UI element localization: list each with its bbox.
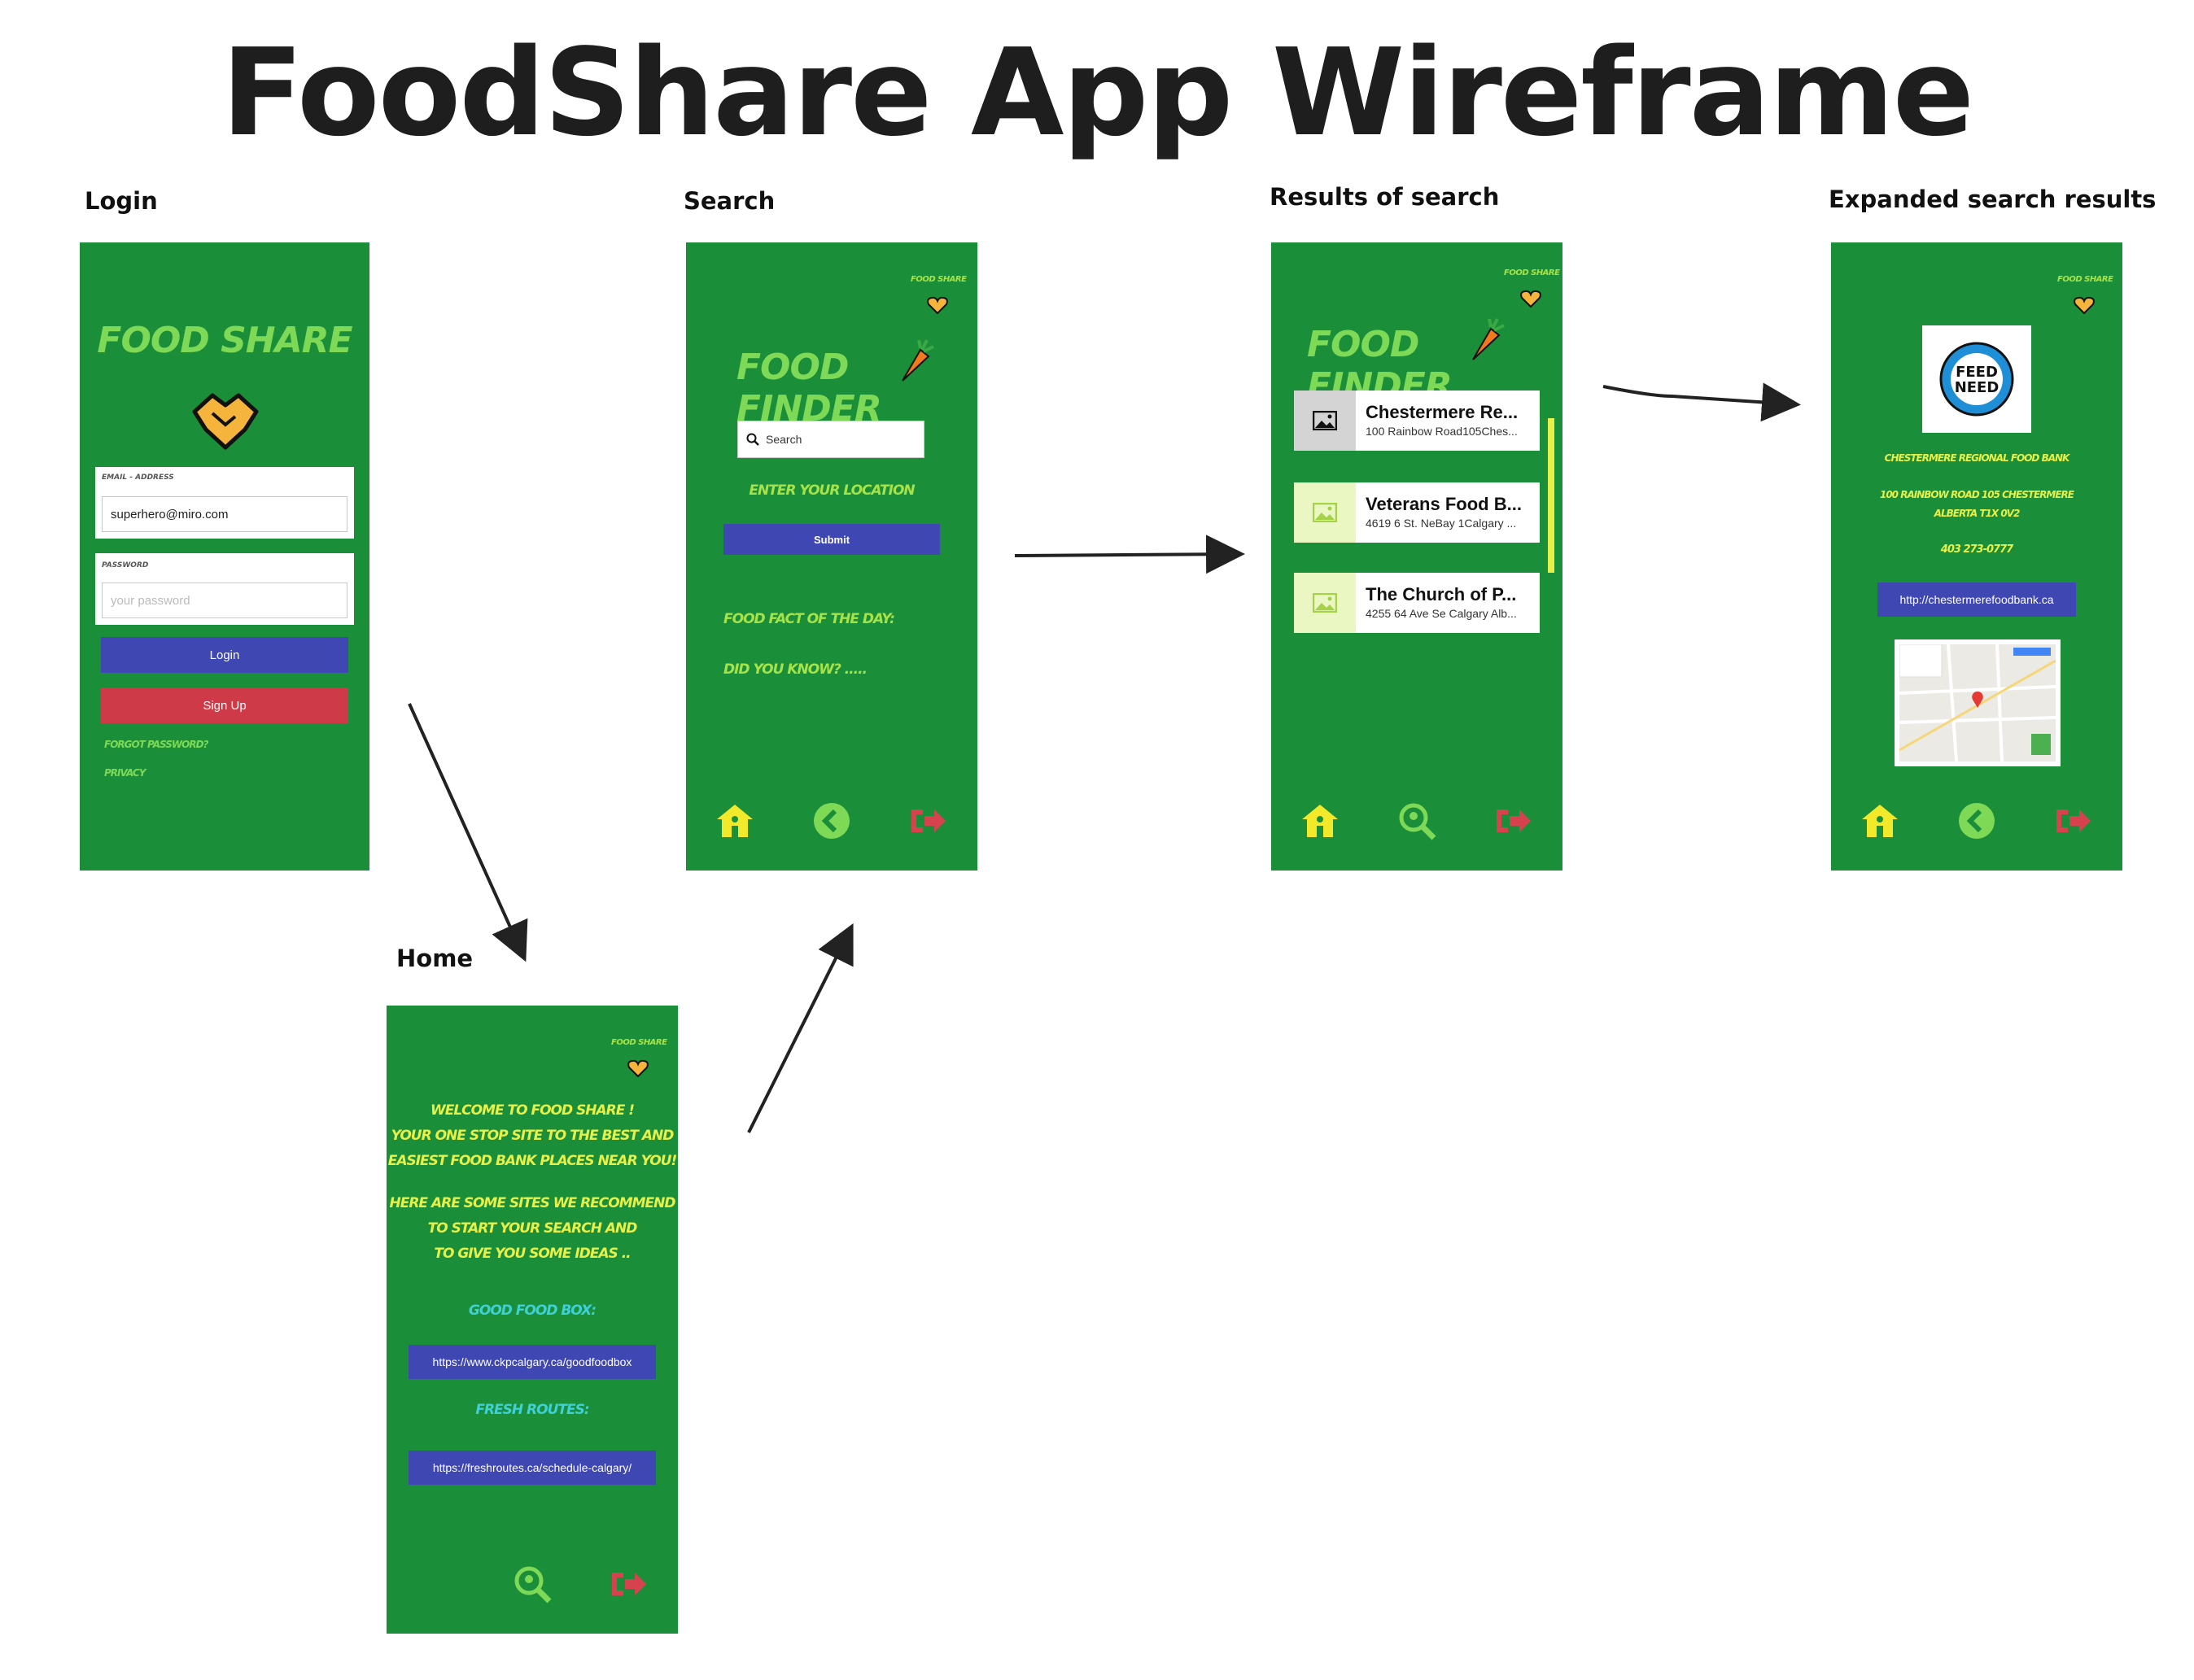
result-thumbnail	[1294, 482, 1356, 543]
carrot-icon	[902, 339, 934, 382]
result-address: 100 Rainbow Road105Ches...	[1366, 425, 1518, 438]
login-brand-title: FOOD SHARE	[97, 320, 352, 361]
image-icon	[1313, 503, 1337, 522]
heart-icon	[927, 296, 948, 314]
password-field-container: PASSWORD your password	[95, 553, 354, 625]
arrow-home-to-search	[747, 923, 854, 1133]
recommend-message: HERE ARE SOME SITES WE RECOMMEND TO STAR…	[387, 1191, 678, 1267]
food-fact-label: FOOD FACT OF THE DAY:	[723, 611, 895, 627]
result-card[interactable]: Veterans Food B... 4619 6 St. NeBay 1Cal…	[1294, 482, 1540, 543]
result-title: Veterans Food B...	[1366, 494, 1522, 514]
location-search-icon[interactable]	[1397, 801, 1436, 840]
logout-icon[interactable]	[2053, 801, 2092, 840]
signup-button[interactable]: Sign Up	[101, 687, 348, 723]
arrow-results-to-expanded	[1602, 382, 1801, 422]
home-icon[interactable]	[1300, 801, 1340, 840]
brand-small-label: FOOD SHARE	[911, 275, 967, 284]
frame-label-expanded: Expanded search results	[1829, 185, 2157, 213]
result-card[interactable]: The Church of P... 4255 64 Ave Se Calgar…	[1294, 573, 1540, 633]
food-bank-website-button[interactable]: http://chestermerefoodbank.ca	[1877, 583, 2076, 617]
result-address: 4619 6 St. NeBay 1Calgary ...	[1366, 517, 1517, 530]
location-search-icon[interactable]	[513, 1564, 552, 1604]
forgot-password-link[interactable]: FORGOT PASSWORD?	[104, 739, 208, 750]
svg-text:FEED: FEED	[1956, 364, 1998, 381]
frame-label-search: Search	[684, 187, 776, 215]
handshake-icon	[192, 393, 259, 450]
search-icon	[746, 433, 759, 446]
result-thumbnail	[1294, 391, 1356, 451]
search-input[interactable]: Search	[737, 421, 924, 458]
welcome-line: EASIEST FOOD BANK PLACES NEAR YOU!	[387, 1153, 678, 1169]
result-address: 4255 64 Ave Se Calgary Alb...	[1366, 607, 1517, 620]
heart-icon	[2074, 296, 2095, 314]
arrow-login-to-home	[408, 703, 528, 962]
logout-icon[interactable]	[609, 1564, 648, 1604]
svg-text:NEED: NEED	[1955, 379, 2000, 396]
result-thumbnail	[1294, 573, 1356, 633]
frame-label-home: Home	[396, 945, 474, 972]
email-field[interactable]: superhero@miro.com	[102, 496, 347, 532]
image-icon	[1313, 411, 1337, 430]
food-bank-address-line1: 100 RAINBOW ROAD 105 CHESTERMERE	[1879, 489, 2074, 500]
frame-label-login: Login	[85, 187, 158, 215]
location-prompt: ENTER YOUR LOCATION	[749, 482, 915, 499]
result-title: Chestermere Re...	[1366, 402, 1519, 422]
brand-small-label: FOOD SHARE	[2057, 275, 2113, 284]
arrow-search-to-results	[1014, 535, 1245, 574]
password-label: PASSWORD	[102, 561, 149, 569]
welcome-message: WELCOME TO FOOD SHARE ! YOUR ONE STOP SI…	[387, 1098, 678, 1174]
login-screen: FOOD SHARE EMAIL - ADDRESS superhero@mir…	[80, 242, 369, 871]
fresh-routes-heading: FRESH ROUTES:	[475, 1402, 589, 1418]
home-icon[interactable]	[1860, 801, 1899, 840]
search-screen: FOOD SHARE FOOD FINDER Search ENTER YOUR…	[686, 242, 977, 871]
result-card[interactable]: Chestermere Re... 100 Rainbow Road105Che…	[1294, 391, 1540, 451]
recommend-line: TO START YOUR SEARCH AND	[427, 1220, 638, 1237]
food-bank-address-line2: ALBERTA T1X 0V2	[1934, 508, 2021, 519]
map-icon	[1899, 644, 2056, 762]
back-icon[interactable]	[812, 801, 851, 840]
did-you-know-label: DID YOU KNOW? .....	[723, 661, 868, 678]
logout-icon[interactable]	[908, 801, 947, 840]
back-icon[interactable]	[1957, 801, 1996, 840]
expanded-screen: FOOD SHARE FEED NEED CHESTERMERE REGIONA…	[1831, 242, 2122, 871]
brand-small-label: FOOD SHARE	[1504, 268, 1560, 277]
carrot-icon	[1472, 318, 1505, 360]
search-placeholder: Search	[766, 433, 802, 446]
welcome-line: YOUR ONE STOP SITE TO THE BEST AND	[391, 1128, 675, 1144]
good-food-box-link[interactable]: https://www.ckpcalgary.ca/goodfoodbox	[409, 1345, 656, 1379]
food-bank-phone: 403 273-0777	[1940, 543, 2013, 556]
results-screen: FOOD SHARE FOOD FINDER Chestermere Re...…	[1271, 242, 1562, 871]
frame-label-results: Results of search	[1270, 183, 1500, 211]
page-title: FoodShare App Wireframe	[221, 23, 1974, 163]
feed-need-logo-icon: FEED NEED	[1939, 342, 2014, 417]
brand-small-label: FOOD SHARE	[611, 1038, 667, 1047]
password-field[interactable]: your password	[102, 583, 347, 618]
privacy-link[interactable]: PRIVACY	[104, 767, 146, 779]
fresh-routes-link[interactable]: https://freshroutes.ca/schedule-calgary/	[409, 1451, 656, 1485]
recommend-line: TO GIVE YOU SOME IDEAS ..	[434, 1246, 631, 1262]
email-label: EMAIL - ADDRESS	[102, 473, 174, 482]
results-scrollbar[interactable]	[1548, 418, 1554, 573]
submit-button[interactable]: Submit	[723, 524, 940, 555]
good-food-box-heading: GOOD FOOD BOX:	[468, 1303, 597, 1319]
welcome-line: WELCOME TO FOOD SHARE !	[430, 1102, 635, 1119]
home-icon[interactable]	[715, 801, 754, 840]
search-brand-title: FOOD FINDER	[736, 347, 882, 430]
home-screen: FOOD SHARE WELCOME TO FOOD SHARE ! YOUR …	[387, 1006, 678, 1634]
heart-icon	[1520, 290, 1541, 308]
logout-icon[interactable]	[1493, 801, 1532, 840]
food-bank-logo: FEED NEED	[1922, 325, 2031, 433]
login-button[interactable]: Login	[101, 637, 348, 673]
image-icon	[1313, 593, 1337, 613]
food-bank-map[interactable]	[1895, 639, 2061, 766]
recommend-line: HERE ARE SOME SITES WE RECOMMEND	[389, 1195, 675, 1211]
food-bank-name: CHESTERMERE REGIONAL FOOD BANK	[1884, 452, 2070, 464]
email-field-container: EMAIL - ADDRESS superhero@miro.com	[95, 467, 354, 539]
result-title: The Church of P...	[1366, 584, 1517, 604]
heart-icon	[627, 1059, 649, 1077]
